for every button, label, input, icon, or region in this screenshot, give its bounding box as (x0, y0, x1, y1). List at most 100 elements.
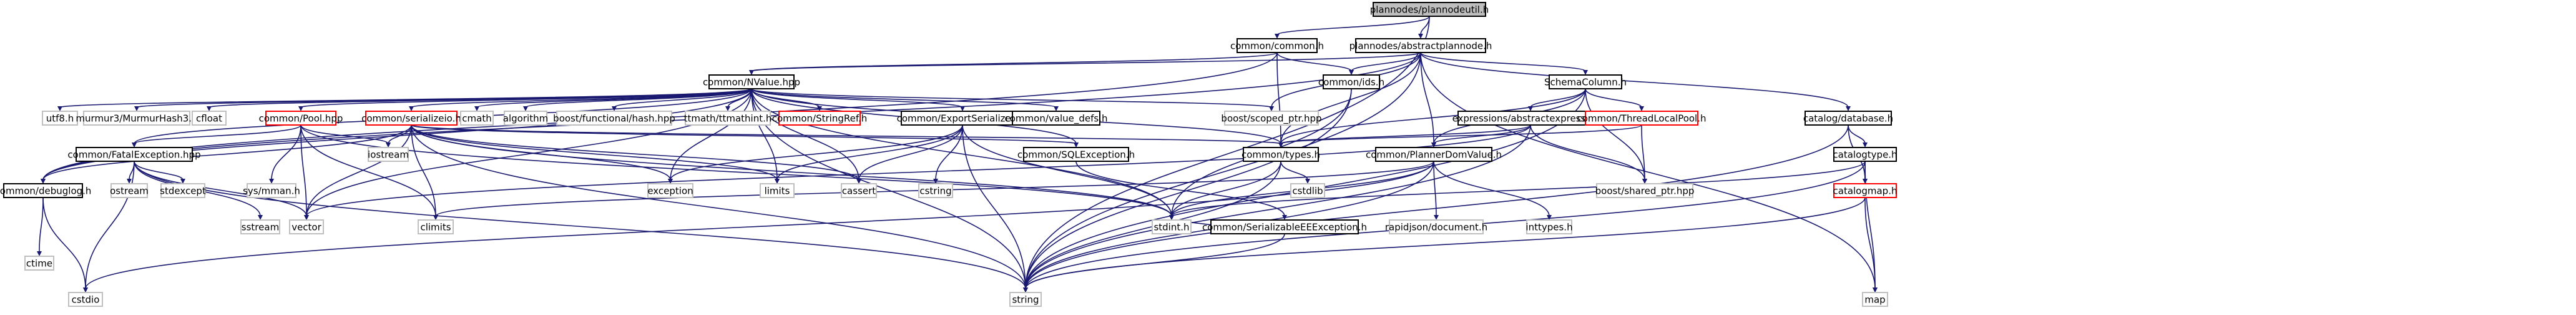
node-database[interactable]: catalog/database.h (1803, 111, 1893, 126)
arrowhead-plannerdom-to-climits (433, 215, 438, 220)
node-rapidjson: rapidjson/document.h (1385, 219, 1487, 234)
node-fatalexc[interactable]: common/FatalException.hpp (67, 147, 201, 162)
node-label-inttypes: inttypes.h (1526, 222, 1572, 233)
edge-catalogtype-to-stdint (1171, 161, 1866, 217)
node-label-iostream: iostream (368, 149, 409, 161)
edge-absexpr-to-plannerdom (1433, 124, 1531, 144)
edge-exportser-to-cstring (935, 124, 963, 181)
node-label-murmur: murmur3/MurmurHash3.h (76, 113, 197, 124)
node-box-debuglog (3, 183, 83, 198)
node-box-inttypes (1526, 219, 1572, 234)
node-serializableeee[interactable]: common/SerializableEEException.h (1202, 219, 1367, 234)
node-algorithm: algorithm (503, 111, 548, 126)
edge-plannerdom-to-cstdio (85, 161, 1434, 289)
edge-exportser-to-limits (776, 124, 963, 181)
edge-pool-to-stdint (300, 124, 1172, 217)
node-cstdlib: cstdlib (1290, 183, 1325, 198)
arrowhead-nvalue-to-ttmath (725, 106, 730, 111)
node-schemacolumn[interactable]: SchemaColumn.h (1544, 74, 1627, 89)
node-label-vector: vector (291, 222, 321, 233)
arrowhead-nvalue-to-murmur (134, 106, 139, 111)
node-ttmath: ttmath/ttmathint.h (684, 111, 771, 126)
node-box-serializeio (365, 111, 458, 126)
node-label-rapidjson: rapidjson/document.h (1385, 222, 1487, 233)
node-label-cmath: cmath (462, 113, 491, 124)
edge-fatalexc-to-stdexcept (134, 161, 184, 181)
node-ids[interactable]: common/ids.h (1318, 74, 1384, 89)
edge-exportser-to-cassert (858, 124, 963, 181)
edge-nvalue-to-scopedptr (751, 88, 1272, 108)
edge-pool-to-fatalexc (134, 124, 301, 144)
edge-common_h-to-ids (1276, 52, 1352, 72)
arrowhead-plannodeutil-to-common_h (1275, 34, 1280, 39)
node-label-string: string (1012, 294, 1039, 306)
node-box-database (1805, 111, 1892, 126)
edge-plannerdom-to-inttypes (1433, 161, 1550, 217)
node-label-debuglog: common/debuglog.h (0, 186, 91, 197)
node-debuglog[interactable]: common/debuglog.h (0, 183, 91, 198)
arrowhead-fatalexc-to-stdexcept (180, 179, 185, 184)
edge-nvalue-to-exportser (751, 88, 963, 108)
edge-serializeio-to-climits (411, 124, 436, 217)
node-box-stdexcept (160, 183, 205, 198)
node-box-limits (760, 183, 795, 198)
node-exception: exception (647, 183, 693, 198)
node-sstream: sstream (240, 219, 280, 234)
edge-abstractplannode-to-schemacolumn (1420, 52, 1586, 72)
node-abstractplannode[interactable]: plannodes/abstractplannode.h (1349, 38, 1492, 53)
node-ostream: ostream (110, 183, 149, 198)
edge-abstractplannode-to-ids (1351, 52, 1421, 72)
arrowhead-nvalue-to-exportser (960, 106, 965, 111)
node-box-algorithm (504, 111, 547, 126)
edge-abstractplannode-to-map (1420, 52, 1876, 289)
node-box-catalogtype (1833, 147, 1897, 162)
node-sharedptr: boost/shared_ptr.hpp (1595, 183, 1695, 198)
arrowhead-threadlocal-to-types (1278, 142, 1283, 148)
node-box-cstring (918, 183, 953, 198)
edge-ids-to-string (1025, 88, 1352, 289)
edge-schemacolumn-to-absexpr (1530, 88, 1586, 108)
node-nvalue[interactable]: common/NValue.hpp (703, 74, 800, 89)
arrowhead-fatalexc-to-ostream (127, 179, 132, 184)
node-plannerdom[interactable]: common/PlannerDomValue.h (1366, 147, 1502, 162)
edge-threadlocal-to-sharedptr (1641, 124, 1645, 181)
edge-sqlexc-to-serializableeee (1075, 161, 1285, 217)
edge-serializeio-to-types (411, 124, 1281, 144)
node-sqlexc[interactable]: common/SQLException.h (1017, 147, 1135, 162)
node-box-map (1862, 292, 1888, 307)
node-box-cstdlib (1290, 183, 1325, 198)
node-threadlocal: common/ThreadLocalPool.h (1577, 111, 1707, 126)
edge-threadlocal-to-types (1280, 124, 1642, 144)
edge-abstractplannode-to-database (1420, 52, 1849, 108)
node-absexpr[interactable]: expressions/abstractexpression.h (1452, 111, 1609, 126)
node-box-iostream (368, 147, 409, 162)
edge-nvalue-to-string (751, 88, 1026, 289)
node-catalogtype[interactable]: catalogtype.h (1833, 147, 1898, 162)
arrowhead-abstractplannode-to-schemacolumn (1583, 70, 1588, 75)
node-ctime: ctime (24, 256, 54, 271)
arrowhead-nvalue-to-cmath (474, 106, 479, 111)
node-valuedefs[interactable]: common/value_defs.h (1005, 111, 1108, 126)
node-common_h[interactable]: common/common.h (1230, 38, 1324, 53)
node-label-sysmman: sys/mman.h (243, 186, 300, 197)
node-box-pool (265, 111, 336, 126)
node-label-abstractplannode: plannodes/abstractplannode.h (1349, 41, 1492, 52)
arrowhead-absexpr-to-plannerdom (1431, 142, 1436, 148)
node-sysmman: sys/mman.h (243, 183, 300, 198)
arrowhead-nvalue-to-serializeio (409, 106, 414, 111)
node-label-plannodeutil: plannodes/plannodeutil.h (1370, 4, 1489, 16)
edge-absexpr-to-sharedptr (1530, 124, 1645, 181)
edge-nvalue-to-pool (300, 88, 752, 108)
node-label-exception: exception (647, 186, 693, 197)
edge-types-to-stdint (1171, 161, 1281, 217)
edge-exportser-to-stdint (962, 124, 1172, 217)
node-types[interactable]: common/types.h (1241, 147, 1320, 162)
edge-absexpr-to-types (1280, 124, 1531, 144)
node-box-stdint (1152, 219, 1192, 234)
node-label-limits: limits (765, 186, 790, 197)
node-box-schemacolumn (1549, 74, 1622, 89)
arrowhead-absexpr-to-vector (304, 215, 309, 220)
node-label-stdexcept: stdexcept (160, 186, 206, 197)
node-label-sharedptr: boost/shared_ptr.hpp (1595, 186, 1695, 198)
